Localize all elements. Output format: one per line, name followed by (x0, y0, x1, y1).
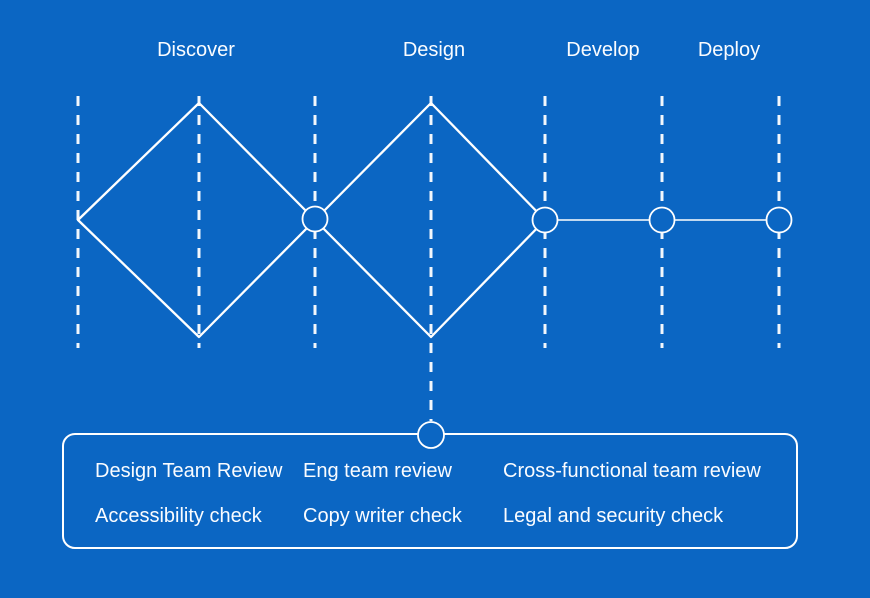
phase-label-develop: Develop (566, 39, 640, 61)
discover-diamond (76, 101, 317, 339)
review-node (417, 421, 445, 449)
review-item-cross-functional-team-review: Cross-functional team review (503, 460, 761, 482)
phase-boundary-dashed-lines (76, 96, 781, 421)
review-item-eng-team-review: Eng team review (303, 460, 452, 482)
review-item-design-team-review: Design Team Review (95, 460, 283, 482)
milestone-node-deploy (765, 206, 793, 234)
review-item-copy-writer-check: Copy writer check (303, 505, 462, 527)
review-box-outline (62, 433, 798, 549)
milestone-node-design-develop (531, 206, 559, 234)
review-item-legal-and-security-check: Legal and security check (503, 505, 724, 527)
milestone-node-define-design (301, 205, 329, 233)
review-item-accessibility-check: Accessibility check (95, 505, 262, 527)
phase-label-deploy: Deploy (697, 39, 761, 61)
phase-label-discover: Discover (157, 39, 235, 61)
milestone-node-develop-deploy (648, 206, 676, 234)
phase-label-design: Design (402, 39, 466, 61)
